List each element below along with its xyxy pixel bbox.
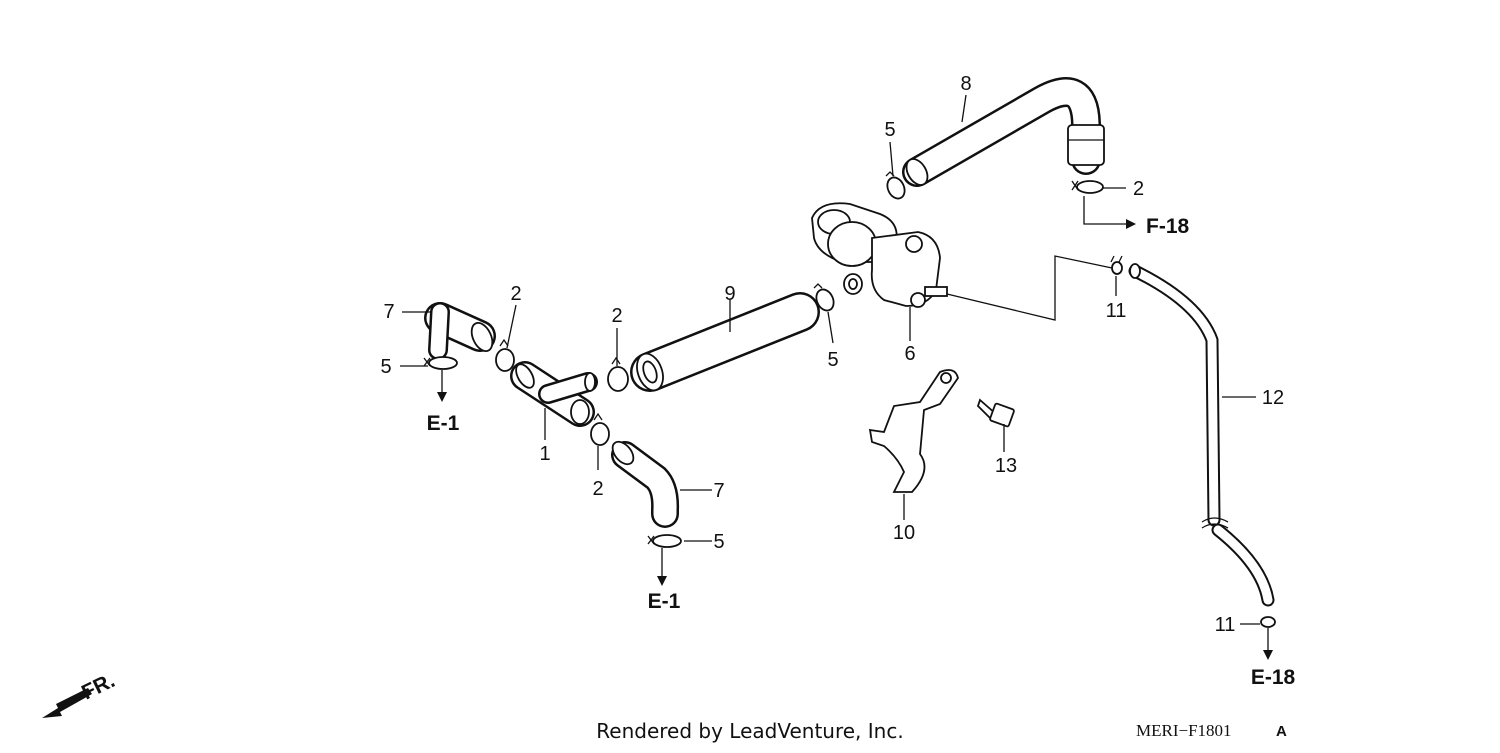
clamp-5-left[interactable] [423,356,458,370]
part-12-tube[interactable] [1128,263,1275,607]
part-8-hose[interactable] [902,77,1105,189]
rendered-by-credit: Rendered by LeadVenture, Inc. [596,719,903,743]
callout-2-mid: 2 [611,305,622,327]
callout-7-upper: 7 [383,301,394,323]
callout-13: 13 [995,455,1017,477]
clamp-5-lower[interactable] [647,534,682,548]
part-7-elbow-upper[interactable] [424,302,496,360]
callout-9: 9 [724,283,735,305]
reference-arrows [437,196,1273,660]
clamp-2-lower[interactable] [590,412,610,446]
callout-5-left: 5 [380,356,391,378]
part-7-elbow-lower[interactable] [609,438,680,528]
callout-10: 10 [893,522,915,544]
callout-2-lower: 2 [592,478,603,500]
callout-7-lower: 7 [713,480,724,502]
clamp-2-left[interactable] [495,338,515,372]
hose-routing-line [946,255,1113,321]
callout-2-left: 2 [510,283,521,305]
part-9-hose[interactable] [630,292,820,394]
ref-f18[interactable]: F-18 [1146,215,1190,238]
clamp-11-upper[interactable] [1110,255,1123,275]
callout-5-lower: 5 [713,531,724,553]
front-direction-arrow-icon [42,688,92,718]
callout-2-upper-right: 2 [1133,178,1144,200]
callout-11-upper: 11 [1106,300,1127,322]
part-1-joint[interactable] [510,361,598,427]
ref-e1-bottom[interactable]: E-1 [648,590,681,613]
callout-1: 1 [539,443,550,465]
clamp-2-upper-right[interactable] [1071,180,1104,194]
leader-lines [400,94,1260,625]
callout-8: 8 [960,73,971,95]
part-6-control-valve[interactable] [811,202,948,308]
callout-5-mid: 5 [827,349,838,371]
callout-5-upper: 5 [884,119,895,141]
ref-e1-left[interactable]: E-1 [427,412,460,435]
clamp-5-mid[interactable] [813,283,837,313]
ref-e18[interactable]: E-18 [1251,666,1296,689]
clamp-11-lower[interactable] [1260,616,1276,628]
diagram-code: MERI−F1801 [1136,721,1232,740]
callout-6: 6 [904,343,915,365]
part-13-bolt[interactable] [976,398,1015,428]
callout-11-lower: 11 [1215,614,1236,636]
diagram-code-suffix: A [1276,723,1287,740]
callout-12: 12 [1262,387,1284,409]
part-10-bracket[interactable] [868,369,959,493]
direction-label: FR. [78,669,118,705]
clamp-2-mid[interactable] [607,356,629,392]
